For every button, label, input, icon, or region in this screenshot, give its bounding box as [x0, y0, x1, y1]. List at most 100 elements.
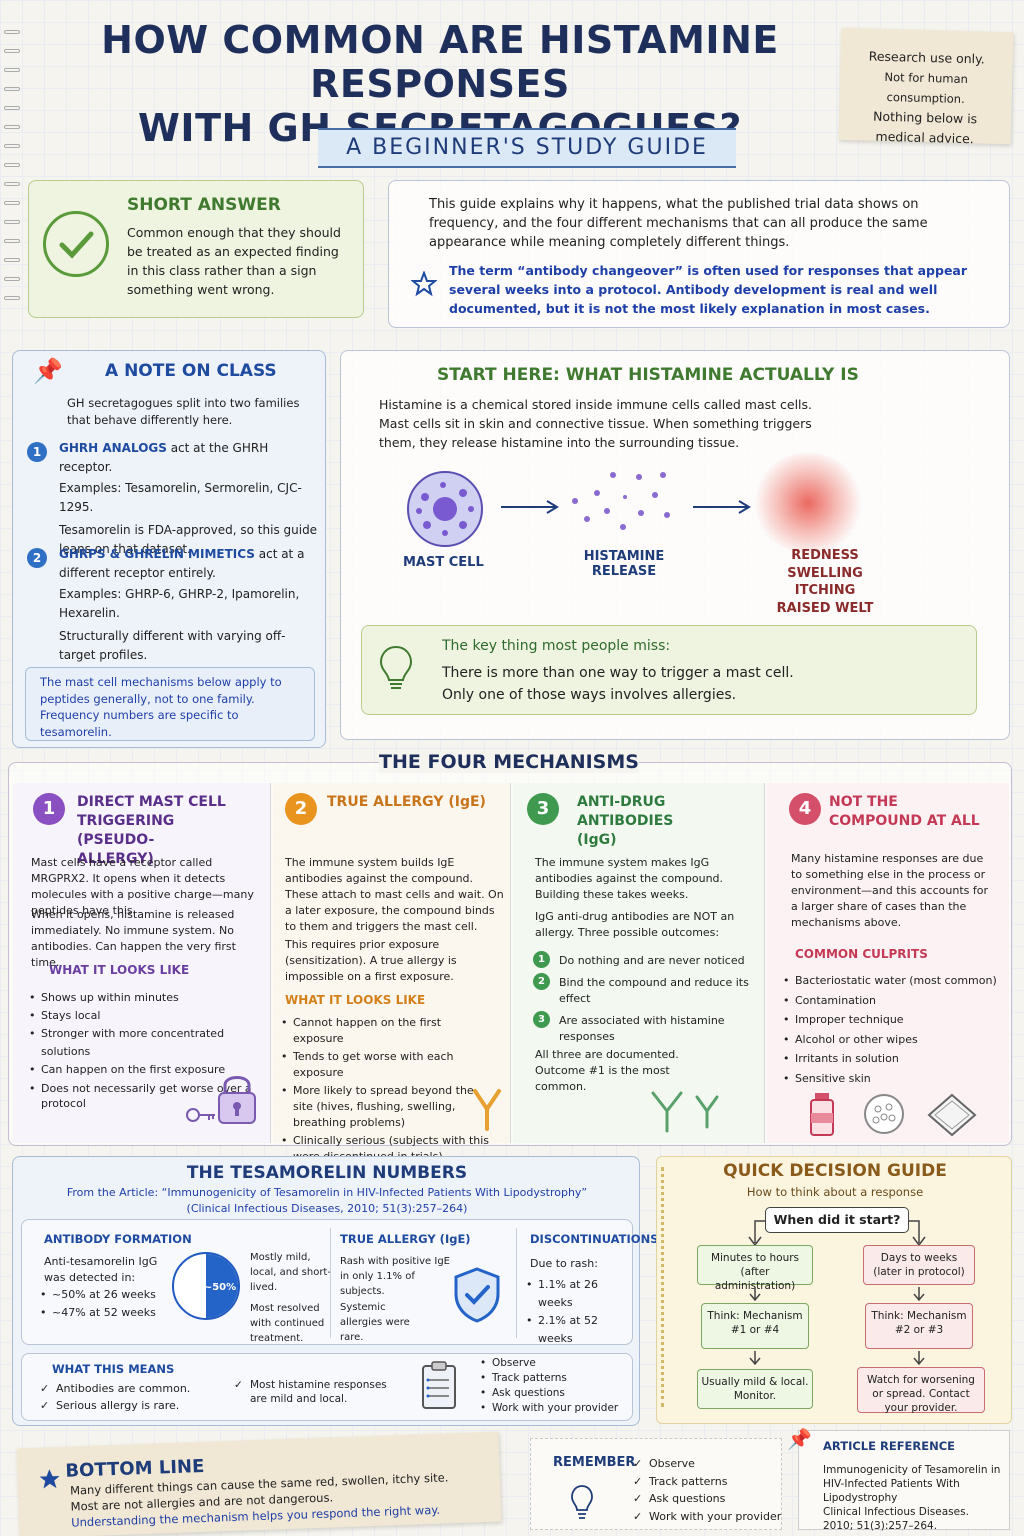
tesamorelin-numbers-card: THE TESAMORELIN NUMBERS From the Article…: [12, 1156, 659, 1426]
decision-guide-card: QUICK DECISION GUIDE How to think about …: [656, 1156, 1012, 1424]
ghrp-title: GHRPS & GHRELIN MIMETICS: [59, 547, 255, 561]
lock-key-icon: [185, 1073, 259, 1133]
key-insight-text: There is more than one way to trigger a …: [442, 665, 794, 703]
decision-left-1: Minutes to hours (after administration): [697, 1245, 813, 1292]
antibody-text: Anti-tesamorelin IgG was detected in:: [44, 1255, 158, 1284]
means-heading: WHAT THIS MEANS: [52, 1362, 175, 1376]
reference-heading: ARTICLE REFERENCE: [823, 1439, 956, 1453]
antibody-icon: [469, 1085, 505, 1135]
means-list-left: Antibodies are common. Serious allergy i…: [40, 1380, 210, 1414]
short-answer-card: SHORT ANSWER Common enough that they sho…: [28, 180, 364, 318]
star-icon: [410, 270, 438, 297]
ghrh-note: Tesamorelin is FDA-approved, so this gui…: [59, 523, 318, 556]
discontinuations-text: Due to rash:: [530, 1257, 598, 1270]
key-insight-box: The key thing most people miss: There is…: [361, 625, 977, 715]
mechanism-1-list: Shows up within minutes Stays local Stro…: [29, 989, 265, 1111]
histamine-effects: REDNESS SWELLING ITCHING RAISED WELT: [776, 548, 874, 616]
antibody-icon: [645, 1089, 735, 1137]
discontinuations-heading: DISCONTINUATIONS: [530, 1232, 659, 1246]
short-answer-heading: SHORT ANSWER: [127, 195, 281, 215]
number-badge: 2: [27, 548, 47, 568]
outcome-2: 2 Bind the compound and reduce its effec…: [533, 973, 759, 1007]
class-note-footer: The mast cell mechanisms below apply to …: [40, 675, 282, 739]
mechanism-2-p1: The immune system builds IgE antibodies …: [285, 856, 504, 933]
mechanism-2-p2: This requires prior exposure (sensitizat…: [285, 938, 457, 983]
decision-left-3: Usually mild & local. Monitor.: [697, 1369, 813, 1409]
checkmark-icon: [43, 211, 109, 277]
redness-icon: [753, 453, 863, 553]
numbers-source: From the Article: “Immunogenicity of Tes…: [66, 1186, 588, 1215]
mechanism-number: 2: [285, 793, 317, 825]
pie-label: ~50%: [204, 1282, 236, 1293]
mechanism-3-foot: All three are documented. Outcome #1 is …: [535, 1048, 679, 1093]
mechanism-1-p1: Mast cells have a receptor called MRGPRX…: [31, 856, 254, 917]
decision-right-2: Think: Mechanism #2 or #3: [865, 1303, 973, 1349]
number-badge: 1: [27, 442, 47, 462]
outcome-3: 3 Are associated with histamine response…: [533, 1011, 759, 1045]
bottom-line-note: BOTTOM LINE Many different things can ca…: [16, 1431, 502, 1536]
histamine-release-label: HISTAMINE RELEASE: [583, 549, 665, 579]
intro-note: The term “antibody changeover” is often …: [449, 263, 968, 316]
pushpin-icon: 📌: [787, 1427, 812, 1451]
mechanism-4-title: NOT THE COMPOUND AT ALL: [829, 794, 980, 829]
means-list-mid: Most histamine responses are mild and lo…: [234, 1378, 404, 1406]
petri-dish-icon: [863, 1093, 905, 1139]
class-note-footer-box: The mast cell mechanisms below apply to …: [25, 667, 315, 741]
ige-heading: TRUE ALLERGY (IgE): [340, 1232, 471, 1246]
mechanism-2-panel: 2 TRUE ALLERGY (IgE) The immune system b…: [273, 783, 511, 1163]
class-note-intro: GH secretagogues split into two families…: [67, 396, 300, 427]
numbers-stats-box: ANTIBODY FORMATION Anti-tesamorelin IgG …: [21, 1219, 659, 1345]
mechanism-number: 3: [527, 793, 559, 825]
intro-body: This guide explains why it happens, what…: [429, 197, 928, 250]
numbers-heading: THE TESAMORELIN NUMBERS: [186, 1163, 468, 1183]
mechanisms-heading: THE FOUR MECHANISMS: [379, 751, 639, 773]
mechanism-4-sub: COMMON CULPRITS: [795, 947, 928, 961]
mechanism-number: 1: [33, 793, 65, 825]
class-note-heading: A NOTE ON CLASS: [105, 361, 277, 381]
antibody-list: ~50% at 26 weeks ~47% at 52 weeks: [40, 1286, 170, 1322]
ghrh-examples: Examples: Tesamorelin, Sermorelin, CJC-1…: [59, 481, 302, 514]
mechanism-3-p1: The immune system makes IgG antibodies a…: [535, 856, 724, 901]
wipe-pad-icon: [927, 1093, 977, 1141]
vial-icon: [807, 1091, 837, 1141]
decision-right-3: Watch for worsening or spread. Contact y…: [857, 1367, 985, 1414]
mechanism-1-p2: When it opens, histamine is released imm…: [31, 908, 236, 969]
intro-card: This guide explains why it happens, what…: [388, 180, 1010, 328]
lightbulb-icon: [378, 644, 414, 698]
mechanism-1-title: DIRECT MAST CELL TRIGGERING (PSEUDO-ALLE…: [77, 794, 226, 867]
ghrp-note: Structurally different with varying off-…: [59, 629, 286, 662]
ige-text: Rash with positive IgE in only 1.1% of s…: [340, 1256, 450, 1297]
notebook-spiral: [4, 30, 26, 330]
decision-question: When did it start?: [765, 1207, 909, 1233]
class-item-2: 2: [27, 547, 47, 568]
means-action-list: Observe Track patterns Ask questions Wor…: [480, 1356, 630, 1416]
mechanism-4-list: Bacteriostatic water (most common) Conta…: [783, 971, 1005, 1088]
shield-check-icon: [452, 1266, 502, 1328]
arrow-right-icon: [499, 499, 561, 519]
short-answer-body: Common enough that they should be treate…: [127, 225, 341, 297]
mechanism-1-sub: WHAT IT LOOKS LIKE: [49, 963, 190, 977]
mechanism-2-title: TRUE ALLERGY (IgE): [327, 794, 486, 810]
antibody-side-text: Mostly mild, local, and short-lived. Mos…: [250, 1252, 331, 1344]
arrow-right-icon: [691, 499, 753, 519]
mechanism-number: 4: [789, 793, 821, 825]
mechanism-2-sub: WHAT IT LOOKS LIKE: [285, 993, 426, 1007]
mechanism-4-p1: Many histamine responses are due to some…: [791, 852, 988, 929]
mechanisms-section: THE FOUR MECHANISMS 1 DIRECT MAST CELL T…: [8, 751, 1012, 1163]
decision-left-2: Think: Mechanism #1 or #4: [701, 1303, 809, 1349]
mast-cell-icon: [405, 469, 485, 553]
class-note-card: 📌 A NOTE ON CLASS GH secretagogues split…: [12, 350, 326, 748]
histamine-heading: START HERE: WHAT HISTAMINE ACTUALLY IS: [437, 365, 859, 385]
reference-text: Immunogenicity of Tesamorelin in HIV-Inf…: [823, 1464, 1001, 1532]
antibody-pie-chart: ~50%: [172, 1252, 240, 1320]
star-icon: [37, 1467, 62, 1496]
reference-box: 📌 ARTICLE REFERENCE Immunogenicity of Te…: [787, 1427, 1010, 1532]
remember-box: REMEMBER Observe Track patterns Ask ques…: [530, 1438, 782, 1530]
decision-heading: QUICK DECISION GUIDE: [723, 1161, 947, 1181]
mechanism-3-outcomes: 1 Do nothing and are never noticed 2 Bin…: [533, 951, 759, 1045]
class-item-1: 1: [27, 441, 47, 462]
pushpin-icon: 📌: [33, 357, 63, 385]
clipboard-icon: [420, 1360, 458, 1414]
mechanism-3-title: ANTI-DRUG ANTIBODIES (IgG): [577, 794, 674, 848]
ige-text-2: Systemic allergies were rare.: [340, 1302, 410, 1343]
